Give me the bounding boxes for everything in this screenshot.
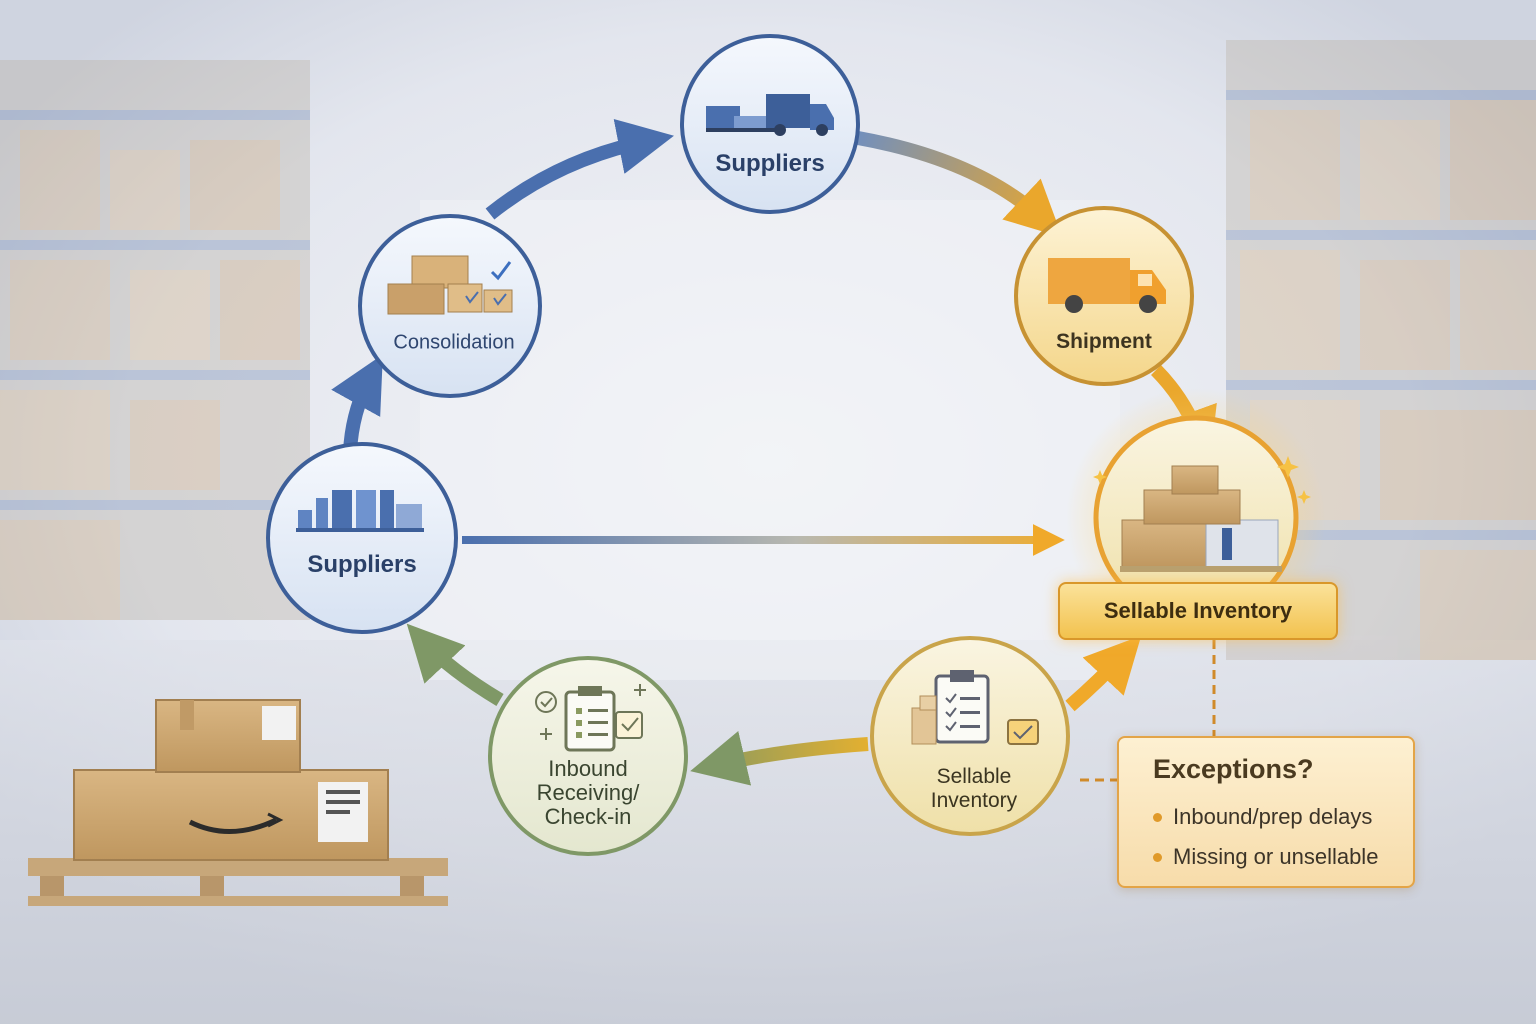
arrow-inbound-to-suppliers: [406, 623, 504, 707]
truck-icon: [1048, 258, 1166, 313]
node-label-consolidation: Consolidation: [393, 331, 515, 354]
exceptions-title: Exceptions?: [1153, 754, 1314, 784]
exception-item-label: Inbound/prep delays: [1173, 804, 1373, 829]
node-consolidation[interactable]: [358, 214, 542, 398]
arrow-suppliers-to-shipment: [856, 131, 1063, 238]
arrow-sellable-to-inbound: [690, 731, 869, 786]
sellable-inventory-badge[interactable]: Sellable Inventory: [1058, 582, 1338, 640]
sellable-inventory-badge-label: Sellable Inventory: [1103, 598, 1293, 623]
node-label-suppliers-left: Suppliers: [307, 551, 417, 578]
node-label-sellable-inventory-bottom: Sellable Inventory: [930, 765, 1018, 812]
bullet-icon: [1153, 813, 1162, 822]
boxes-check-icon: [387, 255, 513, 315]
node-suppliers-left[interactable]: [266, 442, 458, 634]
exceptions-panel[interactable]: Exceptions? Inbound/prep delays Missing …: [1117, 736, 1415, 888]
pallet-boxes-illustration: [28, 699, 448, 906]
node-inbound-receiving[interactable]: [488, 656, 688, 856]
node-shipment[interactable]: [1014, 206, 1194, 386]
exception-item: Missing or unsellable: [1153, 844, 1379, 870]
node-label-suppliers-top: Suppliers: [715, 150, 825, 177]
arrow-consolidation-to-suppliers: [485, 118, 674, 220]
node-label-inbound-receiving: Inbound Receiving/ Check-in: [536, 756, 640, 829]
node-label-shipment: Shipment: [1056, 330, 1152, 353]
exception-item-label: Missing or unsellable: [1173, 844, 1379, 869]
arrow-sellable-bottom-to-top: [1065, 635, 1142, 712]
node-suppliers-top[interactable]: [680, 34, 860, 214]
exception-item: Inbound/prep delays: [1153, 804, 1373, 830]
sparkle-icon: [1093, 456, 1311, 504]
clipboard-check-icon: [535, 684, 646, 752]
node-sellable-inventory-bottom[interactable]: [870, 636, 1070, 836]
box-stack-icon: [1120, 465, 1282, 572]
exception-connectors: [1080, 640, 1216, 782]
factory-icon: [296, 490, 424, 532]
truck-conveyor-icon: [706, 94, 834, 136]
bullet-icon: [1153, 853, 1162, 862]
clipboard-boxes-icon: [911, 670, 1039, 745]
